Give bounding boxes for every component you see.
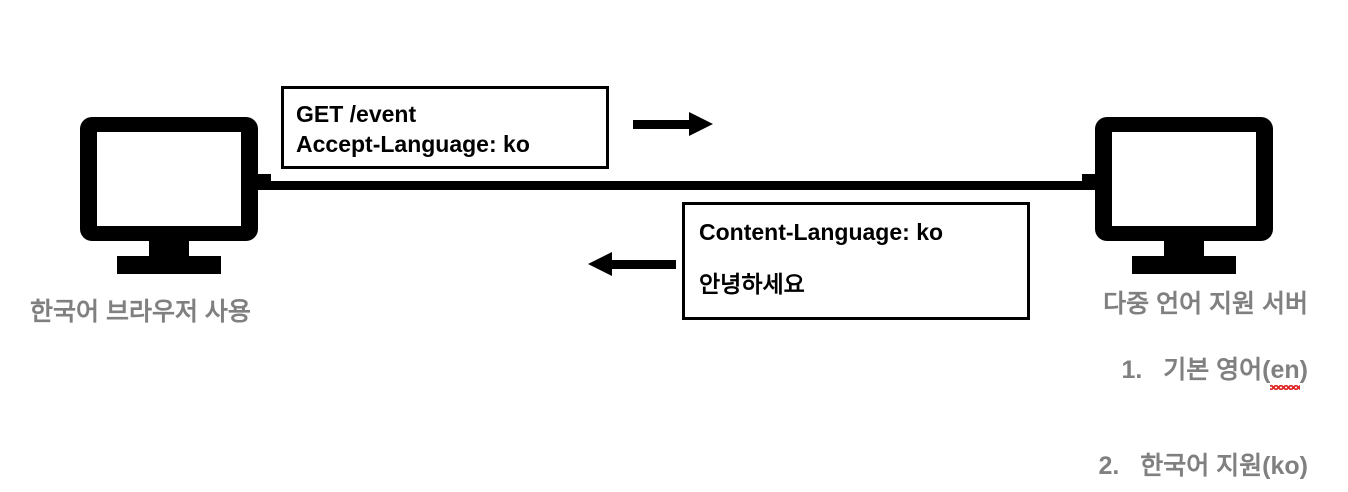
response-arrow <box>588 250 676 278</box>
monitor-port <box>1082 174 1096 183</box>
http-request-box: GET /event Accept-Language: ko <box>281 86 609 169</box>
monitor-neck <box>149 238 189 260</box>
server-caption: 다중 언어 지원 서버 <box>1103 290 1308 318</box>
http-response-box: Content-Language: ko 안녕하세요 <box>682 202 1030 320</box>
client-monitor-icon <box>80 117 271 274</box>
server-language-item-1: 1. 기본 영어(en) <box>1057 322 1308 418</box>
server-language-label-2: 한국어 지원( <box>1140 452 1271 480</box>
monitor-neck <box>1164 238 1204 260</box>
monitor-screen <box>97 132 241 226</box>
request-line-1: GET /event <box>296 101 417 127</box>
server-language-number-2: 2. <box>1098 452 1120 480</box>
server-language-item-2: 2. 한국어 지원(ko) <box>1057 418 1309 492</box>
arrow-head <box>689 112 713 136</box>
arrow-head <box>588 252 612 276</box>
server-language-close-2: ) <box>1299 452 1308 480</box>
server-caption-block: 다중 언어 지원 서버 1. 기본 영어(en) 2. 한국어 지원(ko) <box>1057 288 1309 492</box>
monitor-base <box>117 256 221 274</box>
arrow-shaft <box>610 260 676 269</box>
arrow-shaft <box>633 120 691 129</box>
server-language-number-1: 1. <box>1121 356 1143 384</box>
monitor-base <box>1132 256 1236 274</box>
server-language-code-1: en <box>1270 356 1300 390</box>
list-gap-1 <box>1142 356 1163 384</box>
response-line-2: 안녕하세요 <box>699 271 805 297</box>
server-language-code-2: ko <box>1270 452 1300 480</box>
monitor-port <box>257 174 271 183</box>
client-server-connection-line <box>250 181 1096 190</box>
server-language-label-1: 기본 영어( <box>1163 356 1271 384</box>
monitor-screen <box>1112 132 1256 226</box>
monitor-bezel <box>80 117 258 241</box>
monitor-bezel <box>1095 117 1273 241</box>
server-monitor-icon <box>1082 117 1273 274</box>
request-line-2: Accept-Language: ko <box>296 131 530 157</box>
client-caption: 한국어 브라우저 사용 <box>30 298 251 326</box>
server-language-close-1: ) <box>1299 356 1308 384</box>
response-line-1: Content-Language: ko <box>699 219 944 245</box>
list-gap-2 <box>1119 452 1140 480</box>
request-arrow <box>633 110 713 138</box>
